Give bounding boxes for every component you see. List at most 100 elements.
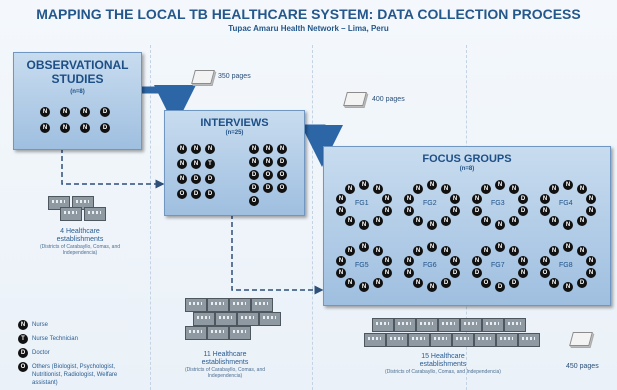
person-icon: N — [345, 278, 355, 288]
person-icon: N — [263, 157, 273, 167]
person-icon: N — [263, 144, 273, 154]
establishments-count-3: 15 Healthcare — [421, 353, 465, 360]
legend-label: Others (Biologist, Psychologist, Nutriti… — [32, 364, 118, 386]
building-icon — [372, 318, 394, 332]
person-icon: N — [404, 206, 414, 216]
person-icon: N — [441, 246, 451, 256]
establishments-label-3: establishments — [419, 361, 467, 368]
person-icon: O — [540, 268, 550, 278]
person-icon: N — [345, 246, 355, 256]
doctor-icon: D — [18, 348, 28, 358]
legend-label: Doctor — [32, 350, 50, 356]
person-icon: D — [277, 157, 287, 167]
person-icon: N — [413, 278, 423, 288]
person-icon: D — [191, 189, 201, 199]
person-icon: N — [540, 206, 550, 216]
person-icon: N — [586, 268, 596, 278]
person-icon: N — [427, 242, 437, 252]
establishments-caption-3: 15 Healthcare establishments (Districts … — [378, 353, 508, 375]
person-icon: D — [100, 123, 110, 133]
nurse-icon: N — [18, 320, 28, 330]
person-icon: D — [450, 268, 460, 278]
building-icon — [518, 333, 540, 347]
person-icon: N — [518, 256, 528, 266]
person-icon: N — [177, 174, 187, 184]
building-icon — [364, 333, 386, 347]
person-icon: N — [345, 184, 355, 194]
person-icon: N — [540, 256, 550, 266]
person-icon: N — [382, 206, 392, 216]
person-icon: N — [345, 216, 355, 226]
legend-label: Nurse Technician — [32, 336, 78, 342]
person-icon: D — [577, 278, 587, 288]
person-icon: N — [373, 184, 383, 194]
person-icon: D — [518, 194, 528, 204]
person-icon: N — [563, 282, 573, 292]
person-icon: N — [549, 184, 559, 194]
person-icon: D — [249, 170, 259, 180]
building-icon — [496, 333, 518, 347]
person-icon: N — [359, 242, 369, 252]
person-icon: O — [177, 189, 187, 199]
person-icon: N — [481, 184, 491, 194]
person-icon: D — [205, 189, 215, 199]
person-icon: N — [586, 194, 596, 204]
pages-count-1: 350 pages — [218, 73, 251, 80]
person-icon: N — [191, 159, 201, 169]
person-icon: N — [441, 216, 451, 226]
nurse-technician-icon: T — [18, 334, 28, 344]
building-icon — [229, 326, 251, 340]
person-icon: N — [472, 256, 482, 266]
person-icon: N — [336, 256, 346, 266]
person-icon: N — [404, 194, 414, 204]
pages-count-2: 400 pages — [372, 96, 405, 103]
person-icon: N — [472, 194, 482, 204]
building-icon — [474, 333, 496, 347]
establishments-districts-1: (Districts of Carabayllo, Comas, and Ind… — [39, 244, 121, 256]
focus-group-label: FG2 — [423, 200, 437, 207]
person-icon: N — [441, 184, 451, 194]
person-icon: N — [563, 242, 573, 252]
person-icon: D — [518, 206, 528, 216]
establishments-count-2: 11 Healthcare — [203, 351, 247, 358]
person-icon: D — [472, 206, 482, 216]
observational-title-line2: STUDIES — [51, 72, 104, 86]
focus-group-label: FG7 — [491, 262, 505, 269]
person-icon: N — [373, 246, 383, 256]
document-stack-icon — [569, 332, 593, 346]
person-icon: O — [481, 278, 491, 288]
person-icon: N — [249, 144, 259, 154]
person-icon: N — [382, 256, 392, 266]
building-icon — [207, 298, 229, 312]
focus-groups-count: (n=8) — [459, 166, 475, 172]
person-icon: N — [40, 123, 50, 133]
building-icon — [193, 312, 215, 326]
focus-group-label: FG5 — [355, 262, 369, 269]
person-icon: N — [563, 220, 573, 230]
person-icon: N — [549, 216, 559, 226]
person-icon: N — [177, 144, 187, 154]
person-icon: N — [518, 268, 528, 278]
person-icon: N — [586, 256, 596, 266]
person-icon: N — [586, 206, 596, 216]
person-icon: N — [413, 246, 423, 256]
person-icon: D — [472, 268, 482, 278]
arrow-obs-to-interviews — [140, 85, 196, 127]
establishments-districts-3: (Districts of Carabayllo, Comas, and Ind… — [385, 369, 501, 375]
establishments-districts-2: (Districts of Carabayllo, Comas, and Ind… — [184, 367, 266, 379]
person-icon: N — [481, 246, 491, 256]
building-icon — [185, 326, 207, 340]
person-icon: N — [80, 107, 90, 117]
person-icon: N — [191, 144, 201, 154]
diagram-title: MAPPING THE LOCAL TB HEALTHCARE SYSTEM: … — [36, 6, 581, 22]
building-icon — [84, 207, 106, 221]
person-icon: D — [249, 183, 259, 193]
building-icon — [452, 333, 474, 347]
guide-line — [312, 45, 313, 390]
person-icon: N — [495, 180, 505, 190]
person-icon: N — [359, 180, 369, 190]
person-icon: O — [263, 170, 273, 180]
